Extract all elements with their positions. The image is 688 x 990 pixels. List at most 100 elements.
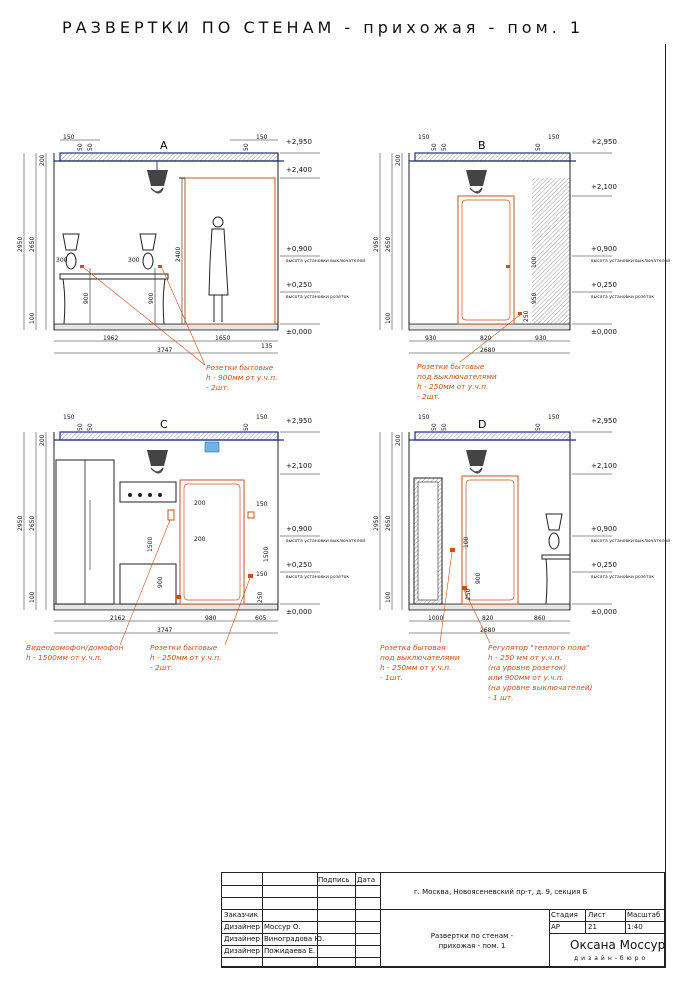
- level-c-3: +0,250: [286, 561, 312, 569]
- dim-b-bottom-0: 930: [425, 335, 437, 342]
- dim-a-top-4: 50: [243, 143, 250, 151]
- tb-brand-name: Оксана Моссур: [570, 938, 666, 952]
- dim-d-inner-2: 900: [475, 572, 482, 584]
- dim-b-inner-1: 250: [523, 310, 530, 322]
- note-b-1: под выключателями: [417, 372, 497, 381]
- level-d-3-note: высота установки розеток: [591, 575, 654, 580]
- dim-c-top-4: 50: [243, 423, 250, 431]
- dim-b-inner-2: 950: [531, 292, 538, 304]
- levels-a: +2,950 +2,400 +0,900 высота установки вы…: [280, 138, 365, 336]
- note-a-0: Розетки бытовые: [206, 363, 274, 372]
- level-a-0: +2,950: [286, 138, 312, 146]
- dim-a-top-3: 150: [256, 134, 268, 141]
- dim-a-bottom-2: 135: [261, 343, 273, 350]
- dim-c-left-0: 200: [39, 434, 46, 446]
- elevation-d-label: D: [478, 418, 486, 431]
- dim-d-top-2: 50: [441, 423, 448, 431]
- level-d-2-note: высота установки выключателей: [591, 537, 670, 544]
- dim-a-left-0: 200: [39, 154, 46, 166]
- level-d-3: +0,250: [591, 561, 617, 569]
- tb-customer-label: Заказчик: [224, 911, 258, 919]
- level-c-0: +2,950: [286, 417, 312, 425]
- level-c-4: ±0,000: [286, 608, 312, 616]
- tb-name-1: Виноградова Ю.: [264, 935, 325, 943]
- note-a-1: h - 900мм от у.ч.п.: [206, 373, 277, 382]
- dim-d-bottom-0: 1000: [428, 615, 443, 622]
- dim-b-top-2: 50: [441, 143, 448, 151]
- level-c-1: +2,100: [286, 462, 312, 470]
- note-d-2: (на уровне розеток): [488, 663, 566, 672]
- elevation-a: A 2400 900 900: [17, 134, 365, 392]
- levels-c: +2,950 +2,100 +0,900 высота установки вы…: [280, 417, 365, 616]
- dim-b-bottom-3: 2680: [480, 347, 495, 354]
- tb-date-label: Дата: [357, 876, 376, 884]
- elevations-svg: A 2400 900 900: [17, 134, 670, 702]
- note-c-left-1: h - 1500мм от у.ч.п.: [26, 653, 102, 662]
- level-b-2: +0,900: [591, 245, 617, 253]
- frame-right: [665, 44, 666, 968]
- dim-d-bottom-3: 2680: [480, 627, 495, 634]
- dim-d-top-0: 150: [418, 414, 430, 421]
- note-d-4: (на уровне выключателей): [488, 683, 593, 692]
- tb-sheet-label: Лист: [588, 911, 606, 919]
- dim-c-top-2: 50: [87, 423, 94, 431]
- dim-c-inner-3: 900: [157, 576, 164, 588]
- elevation-b-label: B: [478, 139, 486, 152]
- tb-sheet-title: Развертки по стенам - прихожая - пом. 1: [430, 932, 514, 950]
- level-b-3-note: высота установки розеток: [591, 295, 654, 300]
- tb-address: г. Москва, Новоясеневский пр-т, д. 9, се…: [414, 888, 588, 896]
- level-d-0: +2,950: [591, 417, 617, 425]
- dim-a-top-2: 50: [87, 143, 94, 151]
- dim-b-left-1: 2950: [373, 237, 380, 252]
- dim-d-left-1: 2950: [373, 516, 380, 531]
- tb-role-2: Дизайнер: [224, 947, 260, 955]
- level-c-3-note: высота установки розеток: [286, 575, 349, 580]
- note-c-1: h - 250мм от у.ч.п.: [150, 653, 221, 662]
- tb-scale-label: Масштаб: [627, 911, 661, 919]
- tb-stage: АР: [551, 923, 561, 931]
- level-b-4: ±0,000: [591, 328, 617, 336]
- dim-c-inner-4: 150: [256, 501, 268, 508]
- level-b-1: +2,100: [591, 183, 617, 191]
- dim-b-inner-0: 100: [531, 256, 538, 268]
- dim-a-bottom-1: 1650: [215, 335, 230, 342]
- dim-b-top-0: 150: [418, 134, 430, 141]
- level-b-3: +0,250: [591, 281, 617, 289]
- tb-brand-sub: дизайн-бюро: [574, 955, 649, 962]
- note-a-2: - 2шт.: [206, 383, 229, 392]
- dim-a-inner-3: 300: [56, 257, 68, 264]
- level-a-4: ±0,000: [286, 328, 312, 336]
- dim-b-bottom-1: 820: [480, 335, 492, 342]
- dim-d-left-0: 200: [395, 434, 402, 446]
- tb-scale: 1:40: [627, 923, 643, 931]
- tb-name-0: Моссур О.: [264, 923, 301, 931]
- note-d-1: h - 250 мм от у.ч.п.: [488, 653, 562, 662]
- dim-d-left-3: 100: [385, 591, 392, 603]
- dim-c-inner-2: 1500: [147, 537, 154, 552]
- note-d-0: Регулятор "теплого пола": [488, 643, 589, 652]
- dim-c-inner-1: 200: [194, 536, 206, 543]
- levels-b: +2,950 +2,100 +0,900 высота установки вы…: [572, 138, 670, 336]
- dim-a-top-1: 50: [77, 143, 84, 151]
- dim-c-left-3: 100: [29, 591, 36, 603]
- note-d-left-3: - 1шт.: [380, 673, 403, 682]
- level-a-1: +2,400: [286, 166, 312, 174]
- dim-c-inner-5: 150: [256, 571, 268, 578]
- dim-c-left-1: 2950: [17, 516, 24, 531]
- dim-b-top-3: 150: [548, 134, 560, 141]
- dim-c-inner-0: 200: [194, 500, 206, 507]
- dim-a-inner-1: 900: [83, 292, 90, 304]
- dim-d-inner-1: 250: [465, 588, 472, 600]
- dim-d-inner-0: 100: [463, 536, 470, 548]
- level-c-2: +0,900: [286, 525, 312, 533]
- level-a-2: +0,900: [286, 245, 312, 253]
- frame-bottom: [221, 967, 666, 968]
- level-d-1: +2,100: [591, 462, 617, 470]
- dim-a-left-1: 2950: [17, 237, 24, 252]
- note-d-3: или 900мм от у.ч.п.: [488, 673, 564, 682]
- dim-c-bottom-2: 605: [255, 615, 267, 622]
- tb-sign-label: Подпись: [318, 876, 350, 884]
- dim-c-left-2: 2650: [29, 516, 36, 531]
- tb-name-2: Пожидаева Е.: [264, 947, 316, 955]
- tb-role-0: Дизайнер: [224, 923, 260, 931]
